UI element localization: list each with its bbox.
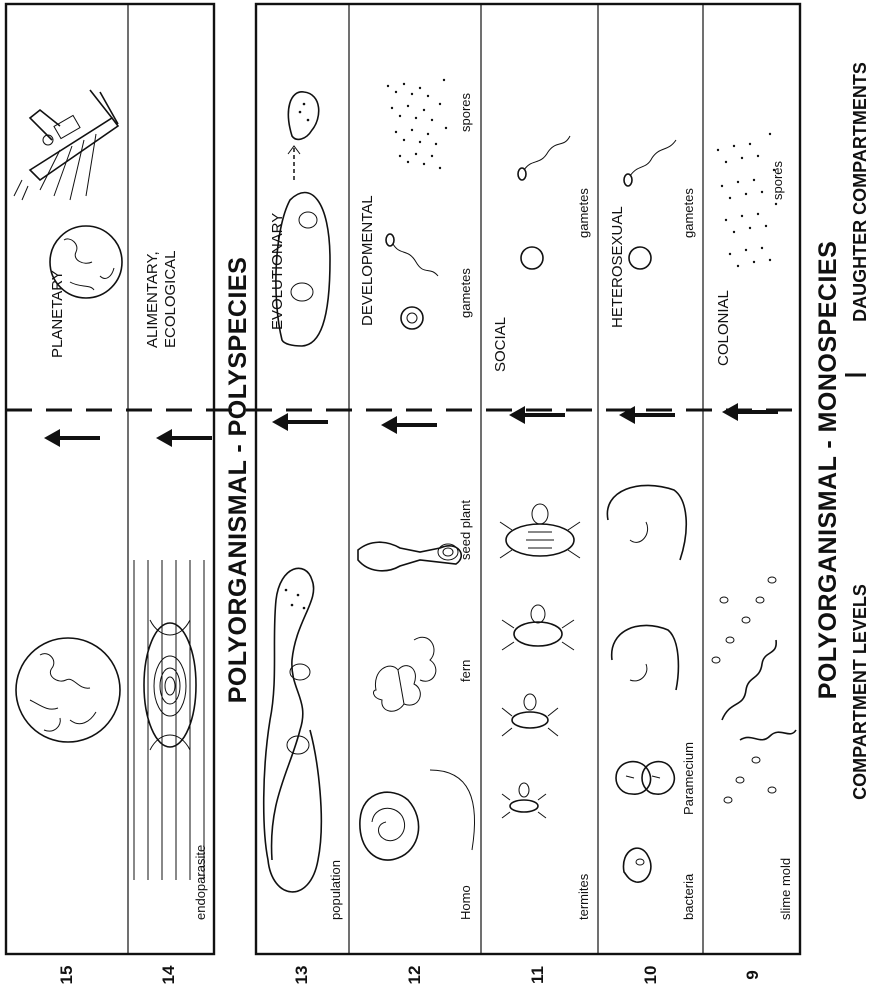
population-cell-icon xyxy=(264,568,322,892)
level-name-ecological: ECOLOGICAL xyxy=(162,250,179,348)
daughter-cell-icon xyxy=(288,92,318,140)
arrow-icon xyxy=(381,416,437,434)
title-monospecies: POLYORGANISMAL - MONOSPECIES xyxy=(814,241,842,700)
egg-icon xyxy=(629,247,651,269)
slime-mold-icon xyxy=(712,577,796,803)
sperm-icon xyxy=(386,234,438,276)
termite-icon xyxy=(502,605,574,650)
label-homo: Homo xyxy=(458,885,473,920)
egg-icon xyxy=(521,247,543,269)
label-termites: termites xyxy=(576,873,591,920)
upper-panel-frame xyxy=(6,4,214,954)
label-bacteria: bacteria xyxy=(681,873,696,920)
upper-panel xyxy=(6,4,214,954)
footer-daughter-compartments: DAUGHTER COMPARTMENTS xyxy=(850,62,870,322)
seed-plant-icon xyxy=(358,542,461,571)
heterosexual-head-icon xyxy=(607,485,686,560)
label-paramecium: Paramecium xyxy=(681,742,696,815)
level-names: PLANETARY ALIMENTARY, ECOLOGICAL EVOLUTI… xyxy=(49,195,732,372)
spores-icon xyxy=(387,79,447,169)
level-number-12: 12 xyxy=(405,966,424,985)
space-shuttle-icon xyxy=(14,90,118,200)
sperm-icon xyxy=(624,140,676,186)
level-name-colonial: COLONIAL xyxy=(715,290,732,366)
globe-icon xyxy=(50,226,122,298)
homo-embryo-icon xyxy=(360,770,475,860)
level-number-10: 10 xyxy=(641,966,660,985)
level-number-9: 9 xyxy=(743,970,762,979)
bacteria-icon xyxy=(623,848,650,882)
endoparasite-illustration xyxy=(134,560,204,880)
label-fern: fern xyxy=(458,660,473,682)
termite-queen-icon xyxy=(500,504,580,558)
level-number-11: 11 xyxy=(528,966,547,984)
arrow-icon xyxy=(722,403,778,421)
label-endoparasite: endoparasite xyxy=(193,845,208,920)
arrow-icon xyxy=(156,429,212,447)
label-population: population xyxy=(328,860,343,920)
zygote-icon xyxy=(401,307,423,329)
termite-icon xyxy=(502,783,546,818)
fern-icon xyxy=(374,637,436,711)
level-numbers: 15 14 13 12 11 10 9 xyxy=(57,965,762,984)
level-name-heterosexual: HETEROSEXUAL xyxy=(609,206,626,328)
level-name-alimentary: ALIMENTARY, xyxy=(144,251,161,348)
label-slime-mold: slime mold xyxy=(778,858,793,920)
title-polyspecies: POLYORGANISMAL - POLYSPECIES xyxy=(224,257,252,704)
paramecium-icon xyxy=(616,762,674,795)
level-number-15: 15 xyxy=(57,966,76,985)
dashed-arrow-icon xyxy=(288,146,300,180)
globe-icon xyxy=(16,638,120,742)
label-gametes: gametes xyxy=(681,188,696,238)
label-gametes: gametes xyxy=(576,188,591,238)
level-name-developmental: DEVELOPMENTAL xyxy=(359,195,376,326)
label-spores: spores xyxy=(770,160,785,200)
level-number-13: 13 xyxy=(292,966,311,985)
footer-compartment-levels: COMPARTMENT LEVELS xyxy=(850,584,870,800)
arrow-icon xyxy=(272,413,328,431)
level-number-14: 14 xyxy=(159,965,178,984)
level-name-social: SOCIAL xyxy=(492,317,509,372)
heterosexual-head-icon xyxy=(612,625,679,690)
label-spores: spores xyxy=(458,92,473,132)
arrow-icon xyxy=(44,429,100,447)
label-gametes: gametes xyxy=(458,268,473,318)
termite-icon xyxy=(502,694,558,736)
spores-icon xyxy=(717,133,777,267)
sperm-icon xyxy=(518,136,570,180)
